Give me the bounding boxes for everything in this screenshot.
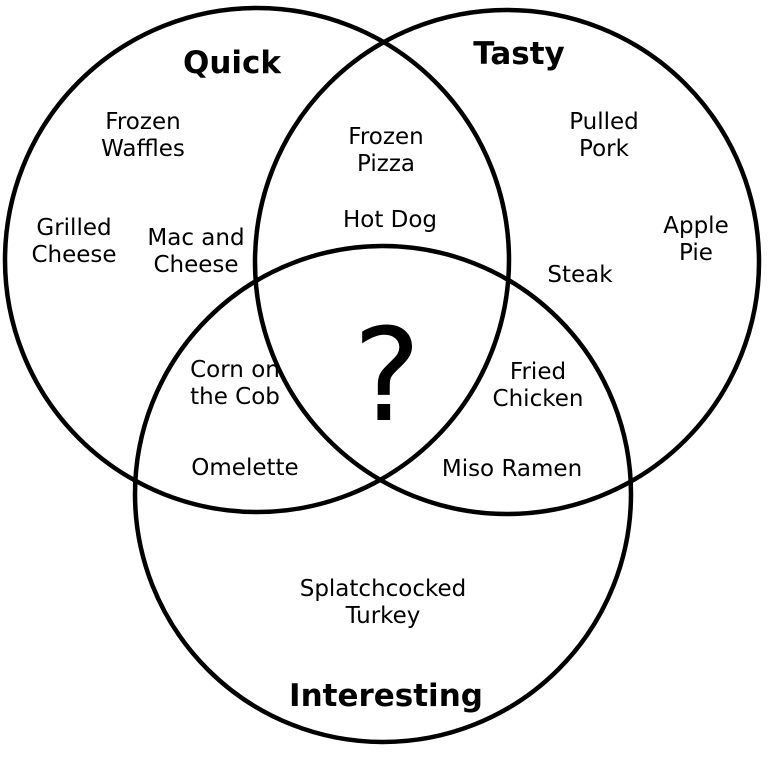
- item-line: Fried: [510, 359, 566, 385]
- item-line: Frozen: [348, 124, 423, 150]
- item-line: Cheese: [31, 242, 116, 268]
- circle-tasty: [252, 7, 762, 517]
- item-line: Pork: [579, 136, 630, 162]
- item-hot-dog: Hot Dog: [343, 207, 437, 233]
- item-line: Frozen: [105, 109, 180, 135]
- item-line: Omelette: [191, 455, 298, 481]
- item-line: Waffles: [101, 136, 185, 162]
- item-line: Pie: [679, 240, 713, 266]
- item-line: Splatchcocked: [300, 576, 467, 602]
- item-line: Miso Ramen: [442, 456, 582, 482]
- item-line: Pulled: [569, 109, 639, 135]
- item-line: Mac and: [147, 225, 244, 251]
- item-line: Steak: [547, 262, 613, 288]
- item-omelette: Omelette: [191, 455, 298, 481]
- item-line: Apple: [663, 213, 728, 239]
- circle-quick: [2, 5, 512, 515]
- item-steak: Steak: [547, 262, 613, 288]
- set-label-interesting: Interesting: [289, 678, 483, 714]
- item-line: Pizza: [357, 151, 415, 177]
- item-line: Turkey: [345, 603, 421, 629]
- center-question-mark: ?: [353, 302, 421, 451]
- item-line: Hot Dog: [343, 207, 437, 233]
- item-line: Cheese: [153, 252, 238, 278]
- set-label-tasty: Tasty: [473, 36, 565, 72]
- item-miso-ramen: Miso Ramen: [442, 456, 582, 482]
- item-line: Grilled: [36, 215, 111, 241]
- item-line: the Cob: [190, 384, 280, 410]
- item-line: Chicken: [493, 386, 584, 412]
- set-label-quick: Quick: [183, 45, 282, 81]
- circle-interesting: [132, 243, 634, 745]
- item-line: Corn on: [190, 357, 280, 383]
